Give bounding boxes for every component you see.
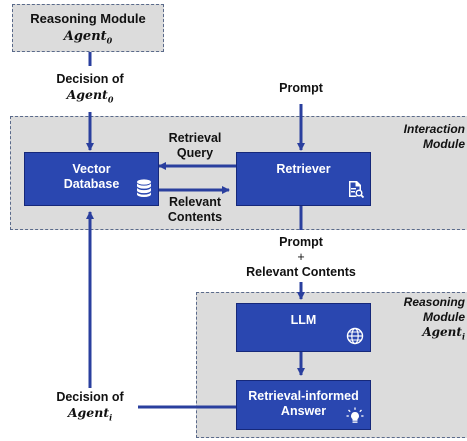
vector-database-label-1: Vector (72, 162, 111, 176)
relevant-contents-label: Relevant Contents (167, 195, 223, 224)
decision-i-label: Decision of Agenti (56, 390, 124, 423)
answer-label-1: Retrieval-informed (248, 389, 359, 403)
llm-label: LLM (290, 313, 317, 327)
lightbulb-icon (346, 407, 364, 423)
retriever-label: Retriever (276, 162, 331, 176)
interaction-module-title: Interaction Module (403, 122, 465, 151)
vector-database-node: Vector Database (24, 152, 159, 206)
reasoning-module-0-title: Reasoning Module (30, 11, 146, 26)
vector-database-label-2: Database (63, 177, 120, 191)
decision-0-label: Decision of Agent0 (56, 72, 124, 105)
answer-node: Retrieval-informed Answer (236, 380, 371, 430)
retriever-node: Retriever (236, 152, 371, 206)
answer-label-2: Answer (280, 404, 327, 418)
reasoning-module-0-region (12, 4, 164, 52)
reasoning-module-i-title: Reasoning Module Agenti (403, 295, 465, 342)
document-search-icon (349, 181, 364, 198)
reasoning-module-0-agent: Agent0 (63, 29, 113, 46)
database-icon (137, 179, 151, 197)
globe-icon (346, 327, 364, 345)
prompt-plus-relevant-label: Prompt + Relevant Contents (246, 235, 356, 279)
prompt-in-label: Prompt (279, 81, 323, 95)
llm-node: LLM (236, 303, 371, 352)
retrieval-query-label: Retrieval Query (168, 131, 222, 160)
